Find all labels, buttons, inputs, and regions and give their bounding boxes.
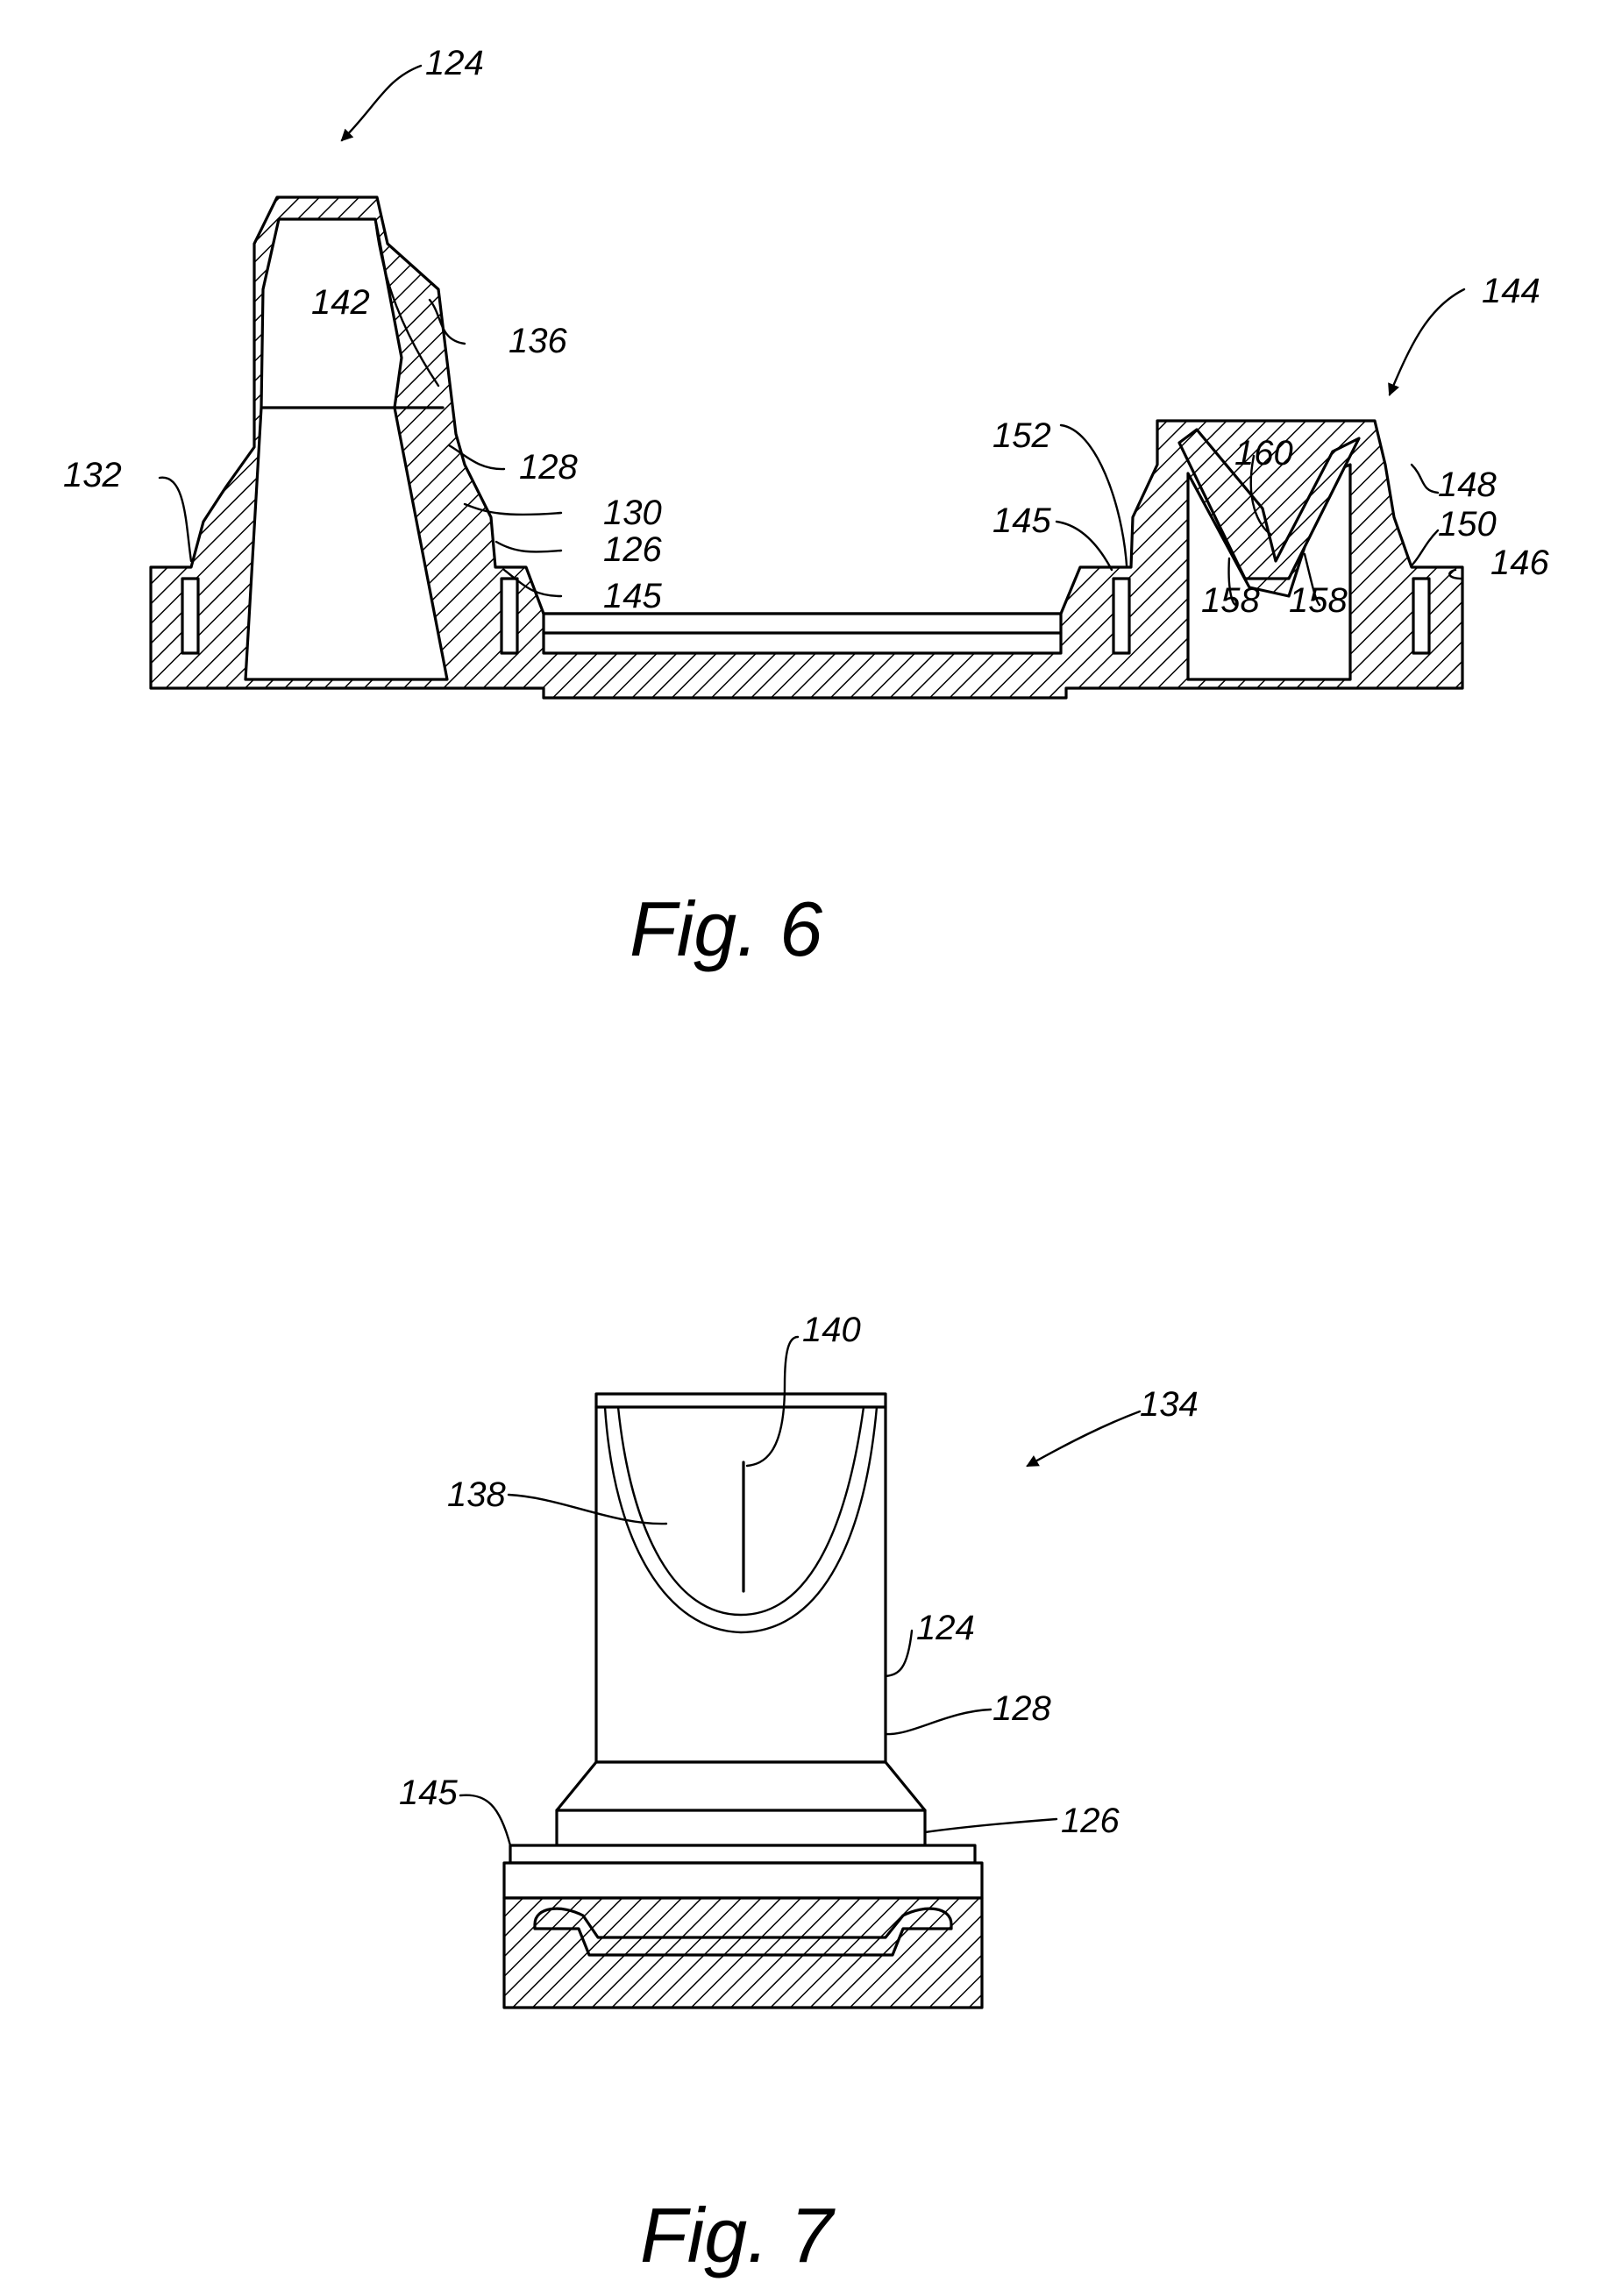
- ref-150: 150: [1438, 505, 1497, 544]
- ref-126: 126: [603, 530, 662, 569]
- ref-134: 134: [1140, 1385, 1199, 1424]
- flange-145: [510, 1845, 975, 1863]
- ref-124-fig7: 124: [916, 1609, 975, 1647]
- ref-148: 148: [1438, 466, 1497, 504]
- ref-158a: 158: [1201, 581, 1260, 620]
- slot-3: [1113, 579, 1129, 653]
- ref-144: 144: [1482, 272, 1540, 310]
- ref-128: 128: [519, 448, 578, 487]
- caption-fig-6: Fig. 6: [630, 885, 822, 972]
- ref-145a: 145: [603, 577, 662, 615]
- stem-124: [596, 1394, 886, 1762]
- ref-142: 142: [311, 283, 370, 322]
- slot-2: [502, 579, 517, 653]
- ref-138: 138: [447, 1475, 506, 1514]
- collar-126: [557, 1762, 925, 1845]
- ref-145b: 145: [992, 501, 1051, 540]
- base-section-7: [504, 1898, 982, 2008]
- base-outline: [504, 1863, 982, 1898]
- slot-4: [1413, 579, 1429, 653]
- ref-124: 124: [425, 44, 484, 82]
- ref-146: 146: [1490, 544, 1549, 582]
- slot-1: [182, 579, 198, 653]
- ref-128-fig7: 128: [992, 1689, 1051, 1728]
- ref-126-fig7: 126: [1061, 1802, 1120, 1840]
- ref-130: 130: [603, 494, 662, 532]
- figure-7: [504, 1394, 982, 2008]
- ref-158b: 158: [1289, 581, 1348, 620]
- ref-140: 140: [802, 1311, 861, 1349]
- ref-145-fig7: 145: [399, 1774, 458, 1812]
- ref-152: 152: [992, 416, 1051, 455]
- ref-132: 132: [63, 456, 122, 494]
- ref-136: 136: [509, 322, 567, 360]
- ref-160: 160: [1234, 434, 1293, 473]
- caption-fig-7: Fig. 7: [640, 2192, 836, 2278]
